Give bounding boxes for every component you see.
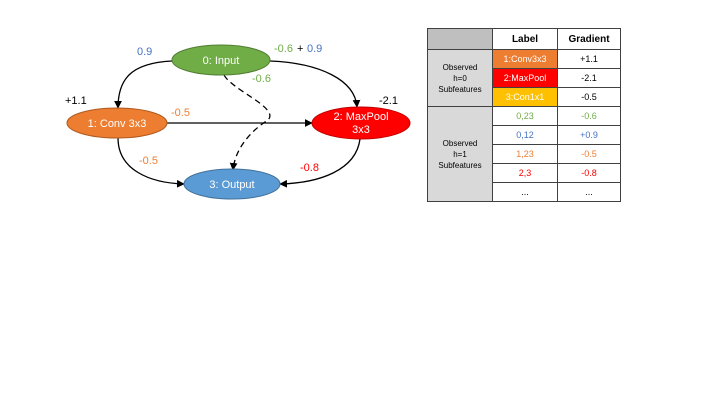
node-output (183, 168, 281, 200)
group-title-line: h=1 (453, 149, 467, 159)
node-maxpool (311, 106, 411, 140)
label-conv-to-output: -0.5 (139, 155, 158, 167)
group-title-line: h=0 (453, 73, 467, 83)
node-maxpool-label-line1: 2: MaxPool (333, 111, 388, 123)
edge-input-to-maxpool (269, 60, 361, 108)
table-row: 2,3-0.8 (428, 163, 621, 183)
cell-label: 1:Conv3x3 (492, 49, 558, 69)
label-input-to-conv: 0.9 (137, 46, 152, 58)
cell-gradient: -0.8 (557, 163, 621, 183)
cell-label: 2:MaxPool (492, 68, 558, 88)
architecture-graph: 0: Input 1: Conv 3x3 2: MaxPool 3x3 3: O… (65, 43, 411, 200)
label-maxpool-score: -2.1 (379, 95, 398, 107)
cell-label: 1,23 (492, 144, 558, 164)
node-maxpool-label-line2: 3x3 (352, 124, 370, 136)
table-row: 0,12+0.9 (428, 125, 621, 145)
cell-gradient: -2.1 (557, 68, 621, 88)
cell-label: 0,12 (492, 125, 558, 145)
edge-conv-to-output (117, 137, 185, 188)
cell-gradient: -0.6 (557, 106, 621, 126)
cell-gradient: +0.9 (557, 125, 621, 145)
cell-gradient: +1.1 (557, 49, 621, 69)
node-conv (66, 107, 168, 139)
table-corner-cell (427, 28, 493, 50)
group-title-line: Subfeatures (438, 160, 482, 170)
node-output-label: 3: Output (209, 179, 254, 191)
edge-input-to-conv (114, 60, 173, 109)
label-input-to-maxpool-plus: + (297, 43, 303, 55)
cell-gradient: -0.5 (557, 144, 621, 164)
cell-label: 0,23 (492, 106, 558, 126)
column-header-label: Label (492, 28, 558, 50)
group-title-line: Subfeatures (438, 84, 482, 94)
edge-maxpool-to-output (279, 138, 361, 188)
label-input-to-output: -0.6 (252, 73, 271, 85)
label-input-to-maxpool-blue: 0.9 (307, 43, 322, 55)
table-row: 3:Con1x1-0.5 (428, 87, 621, 107)
node-input-label: 0: Input (203, 55, 240, 67)
cell-gradient: ... (557, 182, 621, 202)
cell-label: 3:Con1x1 (492, 87, 558, 107)
node-input (171, 44, 271, 76)
group-title-line: Observed (442, 62, 478, 72)
label-input-to-maxpool-green: -0.6 (274, 43, 293, 55)
table-header-row: Label Gradient (427, 28, 621, 50)
cell-label: ... (492, 182, 558, 202)
group-title-line: Observed (442, 138, 478, 148)
cell-gradient: -0.5 (557, 87, 621, 107)
node-conv-label: 1: Conv 3x3 (88, 118, 147, 130)
column-header-gradient: Gradient (557, 28, 621, 50)
label-maxpool-to-output: -0.8 (300, 162, 319, 174)
cell-label: 2,3 (492, 163, 558, 183)
label-conv-score: +1.1 (65, 95, 87, 107)
label-conv-to-maxpool: -0.5 (171, 107, 190, 119)
table-row: ...... (428, 182, 621, 202)
